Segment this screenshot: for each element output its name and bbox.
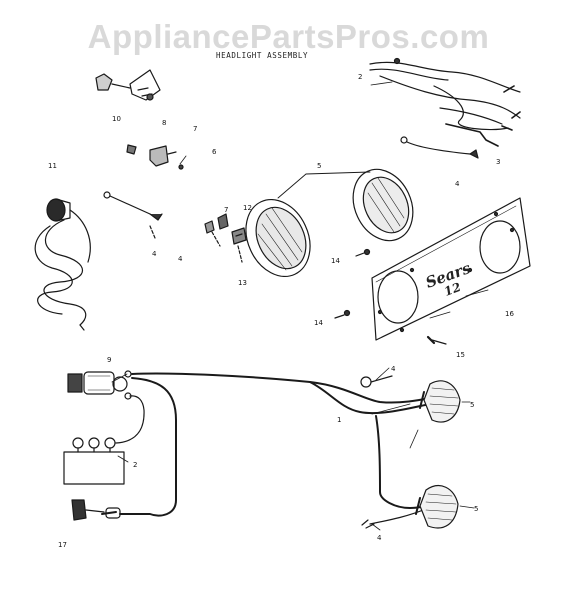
leader-5-top: [277, 171, 371, 199]
callout-11: 11: [48, 162, 57, 170]
callout-7-top: 7: [193, 125, 197, 133]
callout-4-mid: 4: [178, 255, 183, 263]
connector-part-17: [71, 499, 105, 521]
callout-15: 15: [456, 351, 465, 359]
callout-17: 17: [58, 541, 67, 549]
callout-3: 3: [496, 158, 500, 166]
lamp-socket-part-11: [34, 198, 91, 331]
headlight-switch-part-9: [67, 370, 132, 400]
callout-5-upper-lamp: 5: [470, 401, 474, 409]
bracket-part-8: [149, 145, 177, 167]
sealed-beam-headlamp-right: [352, 168, 414, 242]
callout-4-bottom-lower: 4: [377, 534, 382, 542]
panel-screws: [334, 248, 447, 345]
switch-knob-assembly: [95, 69, 161, 101]
callout-leaders: [111, 81, 489, 531]
callout-4-bottom-upper: 4: [391, 365, 396, 373]
callout-1: 1: [337, 416, 341, 424]
small-screw-part-6: [178, 164, 184, 170]
screw-part-10: [126, 144, 137, 155]
main-wiring-harness-part-1: [101, 372, 431, 519]
hardware-parts-7-12-13: [204, 213, 247, 263]
sealed-beam-headlamp-left: [245, 198, 311, 278]
callout-9: 9: [107, 356, 111, 364]
headlight-mounting-panel: [371, 197, 531, 341]
callout-8: 8: [162, 119, 166, 127]
ground-wire-part-4: [103, 191, 163, 239]
callout-13: 13: [238, 279, 247, 287]
callout-14-upper: 14: [331, 257, 340, 265]
callout-2-bottom: 2: [133, 461, 137, 469]
callout-5-lower-lamp: 5: [474, 505, 478, 513]
callout-4-left: 4: [152, 250, 157, 258]
callout-5-top: 5: [317, 162, 321, 170]
wire-harness-top-right: [369, 57, 521, 159]
callout-12: 12: [243, 204, 252, 212]
callout-10: 10: [112, 115, 121, 123]
headlamp-bulb-lower: [415, 485, 459, 529]
headlamp-bulb-upper: [419, 380, 461, 423]
callout-4-top: 4: [455, 180, 460, 188]
callout-6: 6: [212, 148, 217, 156]
brand-model-text: 12: [442, 280, 462, 299]
switch-block-part-2: [63, 395, 145, 485]
callout-2-top: 2: [358, 73, 362, 81]
callout-7-mid: 7: [224, 206, 228, 214]
diagram-title: HEADLIGHT ASSEMBLY: [216, 51, 309, 60]
callout-16: 16: [505, 310, 514, 318]
callout-14-lower: 14: [314, 319, 323, 327]
